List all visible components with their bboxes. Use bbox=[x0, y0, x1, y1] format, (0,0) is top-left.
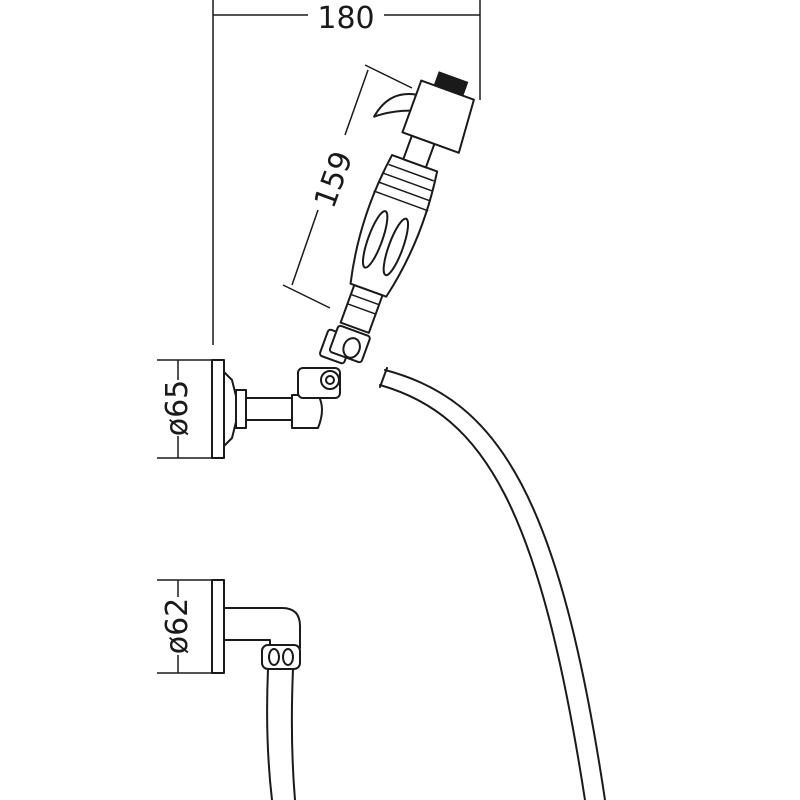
wall-connection-elbow bbox=[211, 579, 301, 800]
upper-diameter-label: ø65 bbox=[160, 380, 195, 437]
handle-groove bbox=[388, 163, 434, 182]
width-label: 180 bbox=[317, 1, 374, 36]
holder-arm bbox=[245, 397, 295, 421]
grip-slot-right bbox=[382, 217, 410, 277]
rosette-neck bbox=[235, 389, 247, 429]
lower-diameter-label: ø62 bbox=[160, 598, 195, 655]
holder-joint bbox=[291, 394, 323, 429]
handle-groove bbox=[383, 172, 433, 192]
hose-collar bbox=[379, 367, 388, 388]
spray-nozzle bbox=[433, 71, 469, 97]
length-label: 159 bbox=[308, 147, 360, 213]
elbow-nut-facet-right bbox=[282, 648, 294, 666]
dimension-line-lower bbox=[291, 209, 319, 286]
elbow-pipe bbox=[223, 607, 301, 649]
lower-hose-right bbox=[290, 668, 296, 800]
grip-slot-left bbox=[361, 210, 389, 269]
elbow-nut bbox=[261, 644, 301, 670]
extension-line-top bbox=[364, 64, 413, 89]
hose bbox=[379, 367, 606, 800]
trigger-lever bbox=[373, 93, 418, 118]
hose-inner-edge bbox=[379, 384, 586, 800]
rosette-upper bbox=[223, 371, 237, 447]
wall-plate-lower bbox=[211, 579, 225, 674]
tail-ring bbox=[350, 293, 380, 306]
lower-hose-left bbox=[266, 668, 273, 800]
swivel-screw bbox=[320, 370, 340, 390]
tail-ring bbox=[347, 303, 376, 315]
handle-groove bbox=[373, 190, 429, 212]
wall-holder-bracket bbox=[211, 359, 341, 459]
dimension-line-upper bbox=[344, 69, 369, 136]
wall-plate-upper bbox=[211, 359, 225, 459]
elbow-nut-facet-left bbox=[268, 648, 280, 666]
dimension-width: 180 bbox=[212, 0, 481, 345]
extension-line-bottom bbox=[282, 284, 331, 309]
handle-groove bbox=[377, 181, 431, 202]
dimension-upper-diameter: ø65 bbox=[157, 359, 212, 459]
swivel-screw-center bbox=[325, 375, 335, 385]
hand-sprayer bbox=[319, 71, 475, 365]
nut-hex bbox=[342, 337, 361, 359]
hose-outer-edge bbox=[384, 369, 606, 800]
dimension-lower-diameter: ø62 bbox=[157, 579, 212, 674]
